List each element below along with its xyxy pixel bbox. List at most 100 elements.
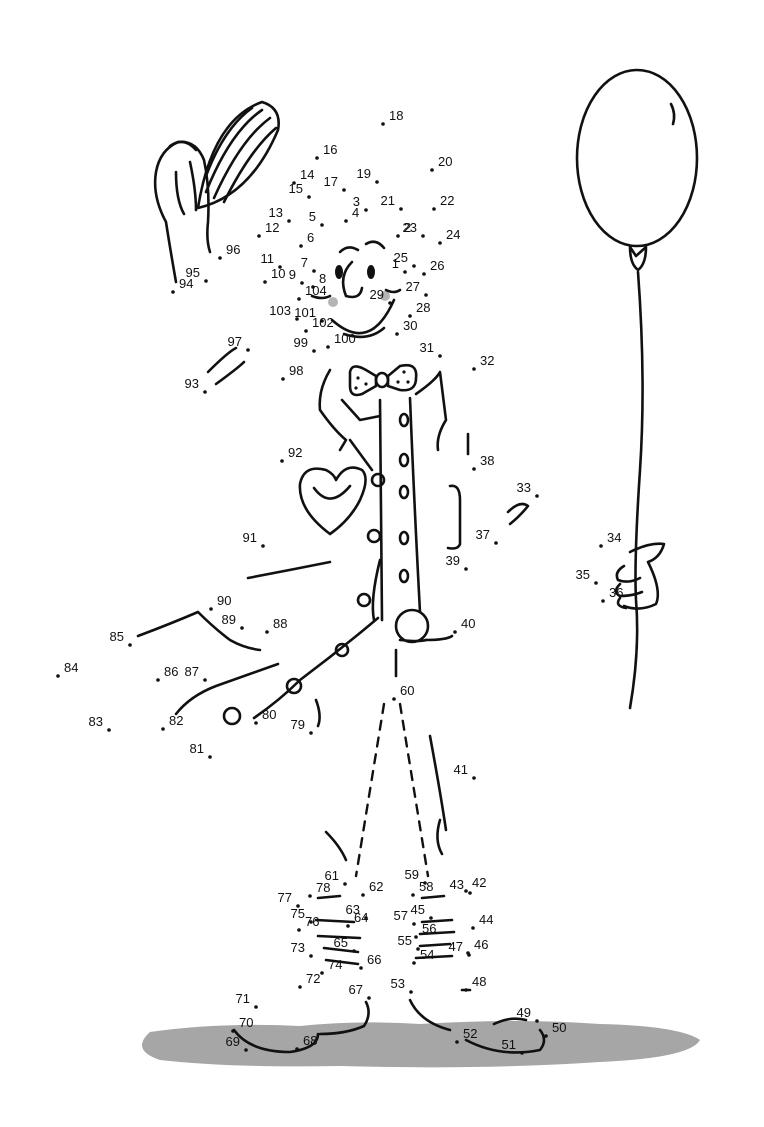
dot-marker [304,329,308,333]
dot-number-label: 53 [391,976,405,991]
numbered-dot-87: 87 [185,664,207,682]
dot-number-label: 65 [334,935,348,950]
dot-number-label: 48 [472,974,486,989]
numbered-dot-58: 58 [411,879,433,897]
hat [168,100,280,210]
dot-marker [423,881,427,885]
dot-marker [281,377,285,381]
dot-number-label: 62 [369,879,383,894]
numbered-dot-74: 74 [320,957,342,975]
dot-marker [300,281,304,285]
dot-marker [544,1034,548,1038]
dot-marker [364,916,368,920]
dot-marker [309,954,313,958]
dot-marker [472,367,476,371]
numbered-dot-79: 79 [291,717,313,735]
dot-number-label: 41 [454,762,468,777]
dot-number-label: 42 [472,875,486,890]
dot-marker [315,156,319,160]
dot-marker [601,599,605,603]
dot-marker [231,1029,235,1033]
dot-number-label: 78 [316,880,330,895]
dot-marker [298,985,302,989]
dot-marker [392,697,396,701]
numbered-dot-51: 51 [502,1037,524,1055]
dot-number-label: 61 [325,868,339,883]
numbered-dot-49: 49 [517,1005,539,1023]
dot-marker [295,1047,299,1051]
numbered-dot-60: 60 [392,683,414,701]
numbered-dot-7: 7 [301,255,316,273]
dot-marker [395,332,399,336]
dot-number-label: 28 [416,300,430,315]
numbered-dot-82: 82 [161,713,183,731]
dot-number-label: 83 [89,714,103,729]
dot-marker [257,234,261,238]
numbered-dot-61: 61 [325,868,347,886]
dot-marker [240,626,244,630]
dot-number-label: 34 [607,530,621,545]
numbered-dot-83: 83 [89,714,111,732]
dot-number-label: 86 [164,664,178,679]
dot-marker [56,674,60,678]
dot-marker [361,893,365,897]
dot-marker [263,280,267,284]
dot-number-label: 59 [405,867,419,882]
numbered-dot-103: 103 [269,303,299,321]
numbered-dot-45: 45 [411,902,433,920]
numbered-dot-35: 35 [576,567,598,585]
dot-number-label: 70 [239,1015,253,1030]
numbered-dot-31: 31 [420,340,442,358]
legs [232,702,546,1054]
numbered-dot-12: 12 [257,220,279,238]
dot-number-label: 82 [169,713,183,728]
dot-number-label: 93 [185,376,199,391]
dot-number-label: 55 [398,933,412,948]
balloon [575,68,699,710]
dot-number-label: 8 [319,271,326,286]
numbered-dot-13: 13 [269,205,291,223]
numbered-dot-24: 24 [438,227,460,245]
dot-number-label: 13 [269,205,283,220]
dot-marker [414,935,418,939]
dot-marker [422,272,426,276]
dot-number-label: 29 [370,287,384,302]
numbered-dot-9: 9 [289,267,304,285]
dot-marker [352,949,356,953]
dot-marker [381,122,385,126]
numbered-dot-99: 99 [294,335,316,353]
dot-marker [299,244,303,248]
numbered-dot-96: 96 [218,242,240,260]
numbered-dot-44: 44 [471,912,493,930]
dot-number-label: 19 [357,166,371,181]
dot-number-label: 76 [305,914,319,929]
dot-marker [599,544,603,548]
dot-marker [429,916,433,920]
dot-number-label: 6 [307,230,314,245]
numbered-dot-89: 89 [222,612,244,630]
numbered-dot-80: 80 [254,707,276,725]
dot-marker [107,728,111,732]
numbered-dot-69: 69 [226,1034,248,1052]
dot-marker [472,776,476,780]
numbered-dot-85: 85 [110,629,132,647]
dot-marker [388,301,392,305]
dot-number-label: 27 [406,279,420,294]
dot-marker [468,891,472,895]
dot-number-label: 103 [269,303,291,318]
dot-marker [209,607,213,611]
dot-number-label: 81 [190,741,204,756]
dot-number-label: 38 [480,453,494,468]
dot-number-label: 3 [353,194,360,209]
dot-marker [416,947,420,951]
dot-number-label: 5 [309,209,316,224]
numbered-dot-88: 88 [265,616,287,634]
dot-number-label: 11 [261,251,275,266]
dot-number-label: 92 [288,445,302,460]
clown-face [310,240,402,339]
numbered-dot-66: 66 [359,952,381,970]
dot-marker [412,961,416,965]
dot-number-label: 80 [262,707,276,722]
dot-number-label: 1 [392,256,399,271]
